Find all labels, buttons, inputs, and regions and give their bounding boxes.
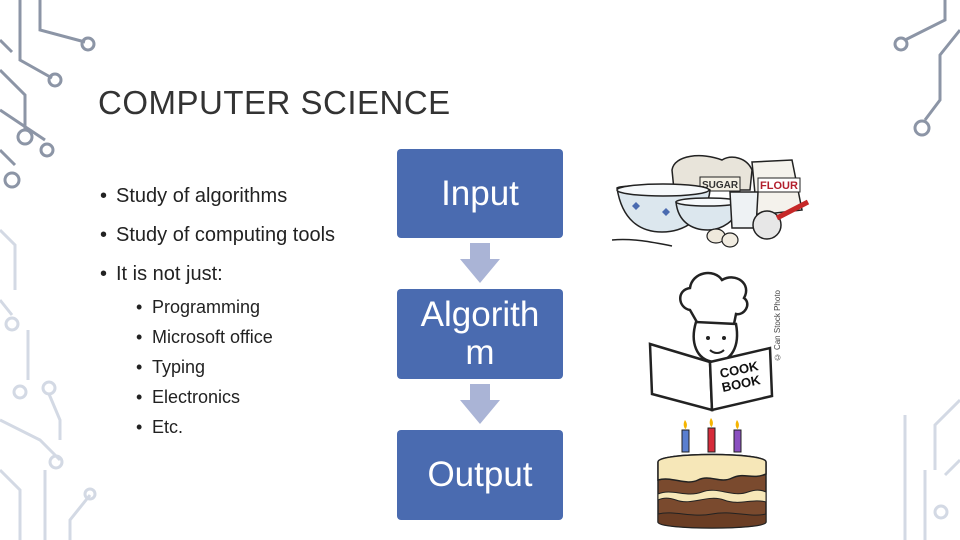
down-arrow-icon	[460, 384, 500, 424]
flow-box-input: Input	[397, 149, 563, 238]
chef-cookbook-image: COOK BOOK	[648, 271, 774, 412]
image-credit: © Can Stock Photo	[773, 290, 782, 362]
flow-box-label: m	[465, 333, 495, 372]
sub-bullet-item: Programming	[136, 294, 273, 324]
flow-box-output: Output	[397, 430, 563, 520]
bullet-item: Study of computing tools	[100, 221, 335, 260]
bullet-list: Study of algorithms Study of computing t…	[100, 182, 335, 299]
flow-box-label: Input	[441, 173, 519, 213]
sub-bullet-item: Microsoft office	[136, 324, 273, 354]
sub-bullet-list: Programming Microsoft office Typing Elec…	[136, 294, 273, 444]
flow-box-label: Output	[427, 455, 533, 495]
slide-title: COMPUTER SCIENCE	[98, 84, 451, 121]
flow-box-label: Algorith	[420, 295, 540, 335]
sub-bullet-item: Typing	[136, 354, 273, 384]
sub-bullet-item: Etc.	[136, 414, 273, 444]
bullet-item: Study of algorithms	[100, 182, 335, 221]
bullet-item: It is not just:	[100, 260, 335, 299]
down-arrow-icon	[460, 243, 500, 283]
baking-ingredients-image: SUGAR FLOUR	[612, 154, 810, 248]
sub-bullet-item: Electronics	[136, 384, 273, 414]
flour-label: FLOUR	[760, 180, 798, 192]
flow-box-algorithm: Algorith m	[397, 289, 563, 379]
sugar-label: SUGAR	[702, 180, 739, 191]
birthday-cake-image	[657, 418, 767, 529]
